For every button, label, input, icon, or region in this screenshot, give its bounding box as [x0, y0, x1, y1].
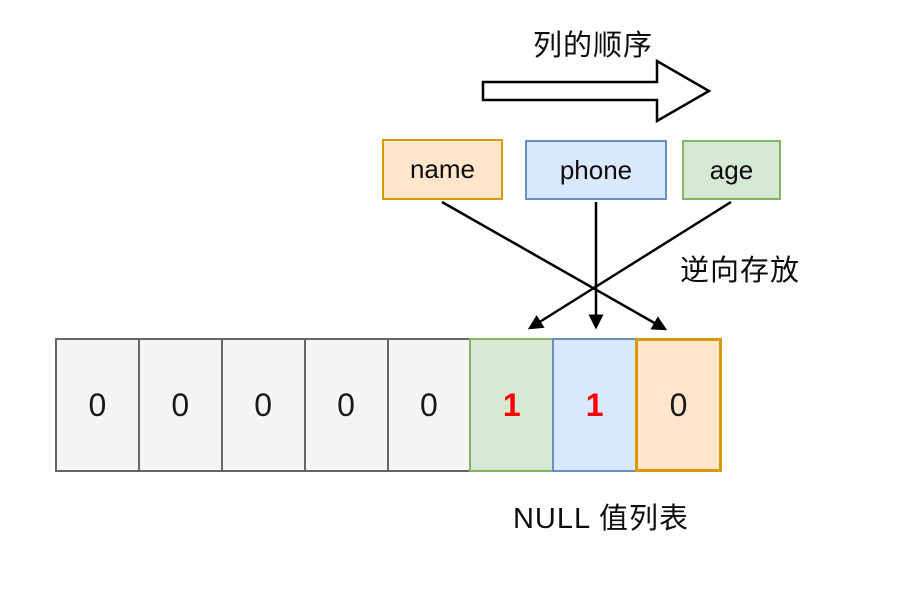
null-bit-value: 0 [337, 386, 355, 423]
null-bit-value: 0 [420, 386, 438, 423]
null-bit-cell-3: 0 [220, 338, 306, 472]
null-bit-cell-5: 0 [386, 338, 472, 472]
null-bit-cell-8-name: 0 [635, 338, 722, 472]
null-bit-value: 1 [585, 386, 604, 423]
null-bit-cell-1: 0 [55, 338, 140, 472]
reverse-storage-label: 逆向存放 [680, 255, 801, 287]
arrow-name-to-cell8 [441, 200, 668, 331]
column-box-phone: phone [525, 140, 667, 200]
column-order-title: 列的顺序 [532, 30, 653, 62]
null-bit-cell-4: 0 [303, 338, 389, 472]
null-bit-value: 0 [88, 386, 107, 423]
null-bit-value: 0 [669, 386, 688, 423]
column-box-phone-label: phone [559, 154, 633, 185]
null-bit-cell-2: 0 [137, 338, 223, 472]
column-box-name-label: name [409, 154, 476, 184]
column-box-age: age [682, 140, 781, 200]
null-bit-value: 0 [254, 386, 273, 423]
column-order-arrow-icon [481, 58, 712, 124]
null-bit-value: 1 [502, 386, 521, 423]
null-list-caption: NULL 值列表 [512, 503, 690, 535]
null-bit-cell-6-age: 1 [469, 338, 555, 472]
null-bit-cell-7-phone: 1 [552, 338, 638, 472]
null-bitmap-row: 0 0 0 0 0 1 1 0 [55, 338, 722, 472]
column-box-name: name [382, 139, 503, 200]
null-bit-value: 0 [171, 386, 190, 423]
column-box-age-label: age [709, 154, 754, 185]
